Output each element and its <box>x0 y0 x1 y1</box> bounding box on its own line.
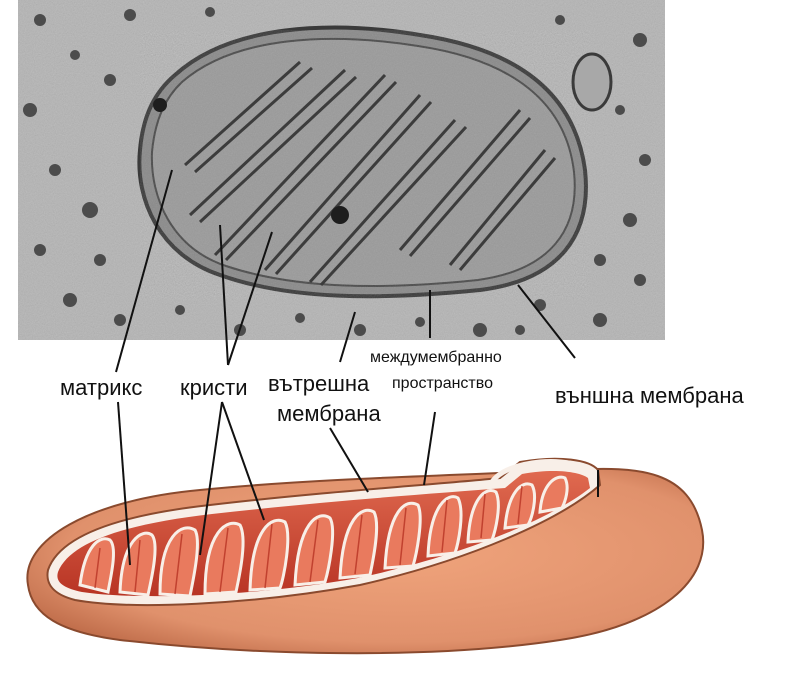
label-matrix: матрикс <box>60 376 142 399</box>
label-outer-membrane: външна мембрана <box>555 384 744 407</box>
label-cristae: кристи <box>180 376 248 399</box>
electron-micrograph-image <box>18 0 665 340</box>
label-inner-membrane-line2: мембрана <box>277 402 381 425</box>
label-intermembrane-line2: пространство <box>392 376 493 393</box>
label-intermembrane-line1: междумембранно <box>370 350 502 367</box>
label-inner-membrane-line1: вътрешна <box>268 372 369 395</box>
